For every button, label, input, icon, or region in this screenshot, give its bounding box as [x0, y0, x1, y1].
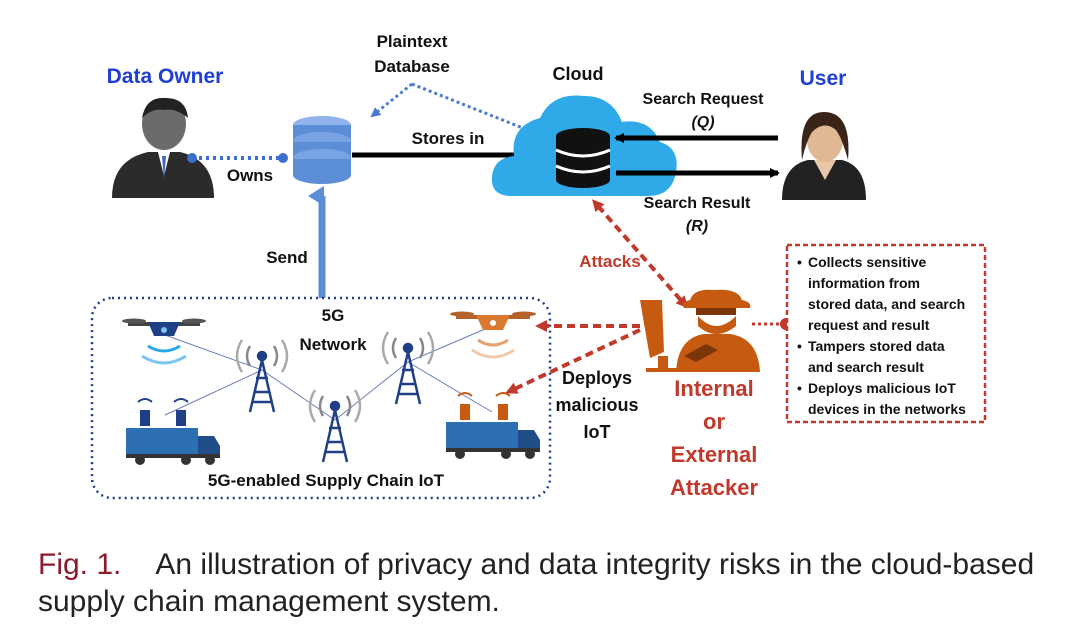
threat-bullet-3: •	[797, 380, 802, 396]
user-label: User	[800, 67, 847, 90]
cloud-database-icon	[555, 128, 611, 188]
plaintext-db-pointer-arrow	[370, 82, 413, 118]
figure-caption: Fig. 1.An illustration of privacy and da…	[38, 546, 1048, 620]
send-label: Send	[266, 248, 308, 267]
network-label-line2: Network	[299, 335, 367, 354]
deploys-label-line1: Deploys	[562, 368, 632, 388]
attacker-label-line3: External	[671, 442, 758, 467]
drone-icon-malicious	[450, 311, 536, 359]
search-request-label: Search Request	[643, 91, 765, 108]
search-result-symbol: (R)	[686, 218, 708, 235]
attacker-icon	[640, 289, 760, 372]
stores-in-label: Stores in	[412, 129, 485, 148]
threat-box	[785, 243, 987, 424]
db-connector-dot	[278, 153, 288, 163]
network-label-line1: 5G	[322, 306, 345, 325]
supply-chain-region	[90, 296, 552, 500]
threat-line-8: devices in the networks	[808, 401, 966, 417]
truck-icon-malicious-iot	[446, 392, 540, 459]
threat-box-text: • Collects sensitive information from st…	[797, 254, 966, 417]
attacker-label-line1: Internal	[674, 376, 753, 401]
figure-number: Fig. 1.	[38, 548, 122, 581]
figure-caption-text: An illustration of privacy and data inte…	[38, 548, 1035, 618]
plaintext-database-icon	[293, 116, 351, 184]
attacker-label-line2: or	[703, 409, 725, 434]
user-icon	[782, 112, 866, 200]
deploys-label-line2: malicious	[555, 395, 638, 415]
deploy-arrow-truck	[505, 328, 641, 394]
cell-tower-icon-3	[381, 331, 435, 405]
threat-line-3: stored data, and search	[808, 296, 965, 312]
search-result-label: Search Result	[644, 195, 751, 212]
attacks-arrow	[592, 199, 688, 309]
threat-line-7: Deploys malicious IoT	[808, 380, 956, 396]
data-owner-icon	[112, 97, 214, 198]
threat-line-4: request and result	[808, 317, 930, 333]
attacks-label: Attacks	[579, 252, 640, 271]
truck-icon-legit	[126, 398, 220, 465]
drone-icon-legit	[122, 318, 206, 365]
cloud-label: Cloud	[553, 64, 604, 84]
cell-tower-icon-2	[308, 389, 362, 463]
threat-bullet-2: •	[797, 338, 802, 354]
search-request-symbol: (Q)	[691, 114, 714, 131]
threat-line-2: information from	[808, 275, 920, 291]
data-owner-label: Data Owner	[107, 65, 224, 88]
supply-chain-label: 5G-enabled Supply Chain IoT	[208, 471, 445, 490]
threat-line-1: Collects sensitive	[808, 254, 926, 270]
owns-connector-dot	[187, 153, 197, 163]
plaintext-db-label-line1: Plaintext	[377, 32, 448, 51]
attacker-label-line4: Attacker	[670, 475, 758, 500]
threat-line-6: and search result	[808, 359, 924, 375]
cell-tower-icon-1	[235, 339, 289, 413]
plaintext-db-label-line2: Database	[374, 57, 450, 76]
threat-bullet-1: •	[797, 254, 802, 270]
deploys-label-line3: IoT	[584, 422, 611, 442]
owns-label: Owns	[227, 166, 273, 185]
threat-line-5: Tampers stored data	[808, 338, 945, 354]
